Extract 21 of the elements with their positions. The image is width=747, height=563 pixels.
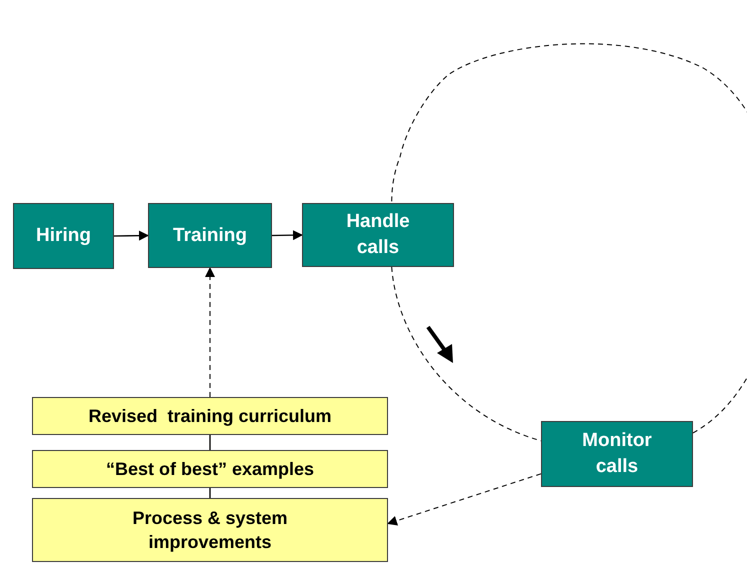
box-label: Monitor calls bbox=[581, 429, 653, 479]
process-box bbox=[148, 203, 272, 268]
box-label: Handle calls bbox=[345, 210, 411, 260]
cycle-arc bbox=[391, 43, 747, 434]
arrow bbox=[272, 230, 303, 240]
note-box bbox=[32, 397, 388, 435]
arrow bbox=[205, 267, 215, 398]
process-box bbox=[541, 421, 693, 487]
box-label: Process & system improvements bbox=[131, 506, 289, 554]
arrow bbox=[387, 473, 542, 526]
box-label: Training bbox=[173, 224, 247, 248]
arrow bbox=[114, 230, 149, 241]
process-box bbox=[302, 203, 454, 267]
note-box bbox=[32, 450, 388, 488]
note-box bbox=[32, 498, 388, 562]
process-box bbox=[13, 203, 114, 269]
box-label: “Best of best” examples bbox=[106, 458, 314, 481]
box-label: Hiring bbox=[36, 224, 91, 248]
box-label: Revised training curriculum bbox=[88, 404, 332, 428]
connector-line bbox=[209, 435, 211, 450]
connector-line bbox=[209, 488, 211, 498]
